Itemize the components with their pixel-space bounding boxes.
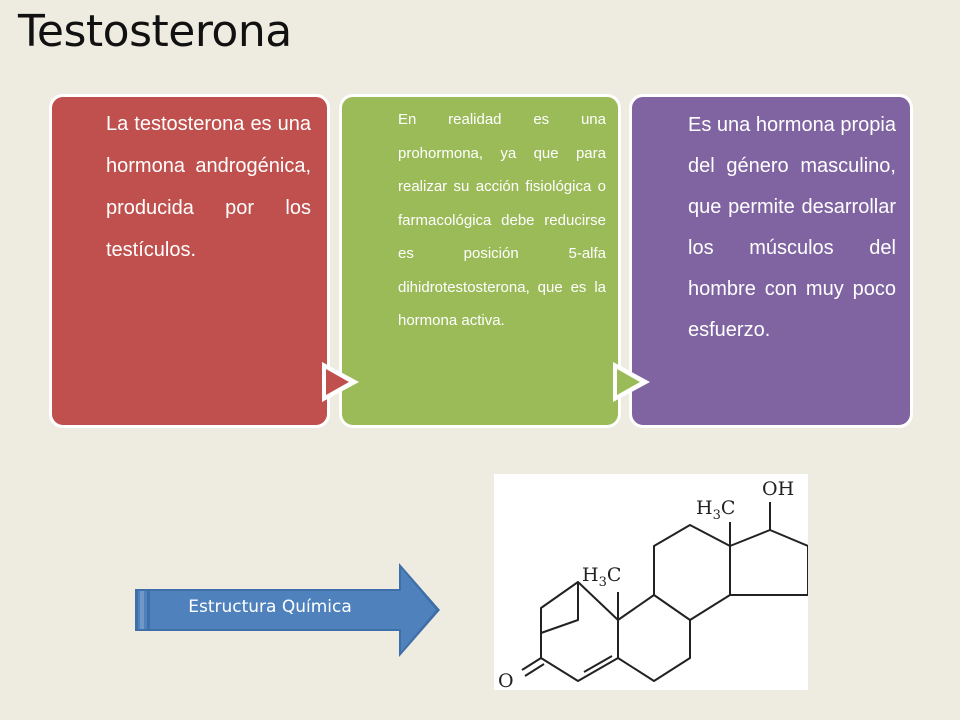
info-box-definition-text: La testosterona es una hormona androgéni…: [106, 113, 311, 261]
info-box-function: Es una hormona propia del género masculi…: [629, 94, 913, 428]
chevron-connector-1: [322, 362, 359, 402]
oxygen-label: O: [498, 670, 514, 690]
testosterone-structure: OH H3C H3C O: [498, 478, 809, 692]
info-box-definition: La testosterona es una hormona androgéni…: [49, 94, 330, 428]
info-box-prohormone-text: En realidad es una prohormona, ya que pa…: [398, 111, 606, 329]
arrow-right-icon: [135, 563, 440, 657]
info-box-function-text: Es una hormona propia del género masculi…: [688, 114, 896, 341]
chevron-connector-2: [613, 362, 650, 402]
oh-label: OH: [762, 478, 794, 500]
slide-title: Testosterona: [18, 6, 292, 57]
methyl-label-top: H3C: [696, 497, 735, 523]
info-box-prohormone: En realidad es una prohormona, ya que pa…: [339, 94, 621, 428]
chemical-structure-image: OH H3C H3C O: [494, 474, 809, 692]
arrow-label: Estructura Química: [188, 597, 352, 617]
methyl-label-left: H3C: [582, 564, 621, 590]
